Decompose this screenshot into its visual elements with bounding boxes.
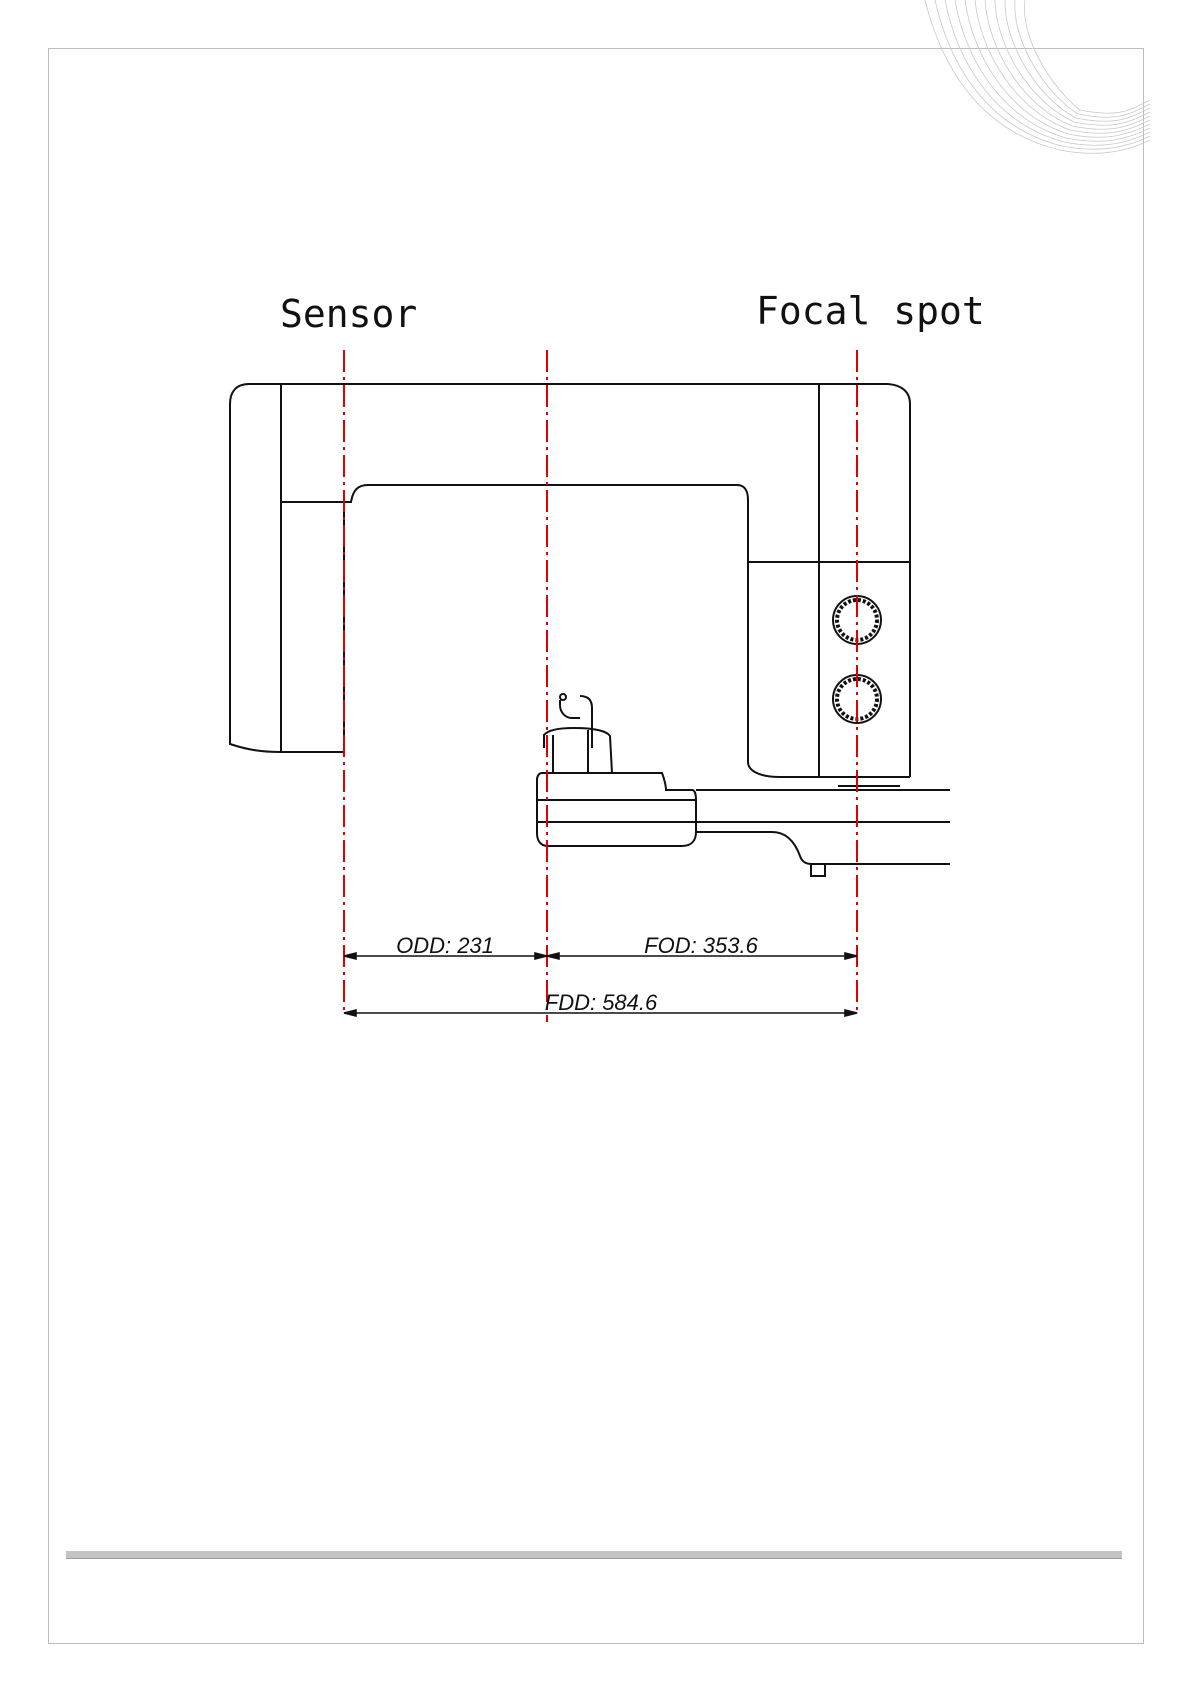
focal-spot-label: Focal spot [756, 289, 985, 333]
machine-outline [230, 384, 950, 876]
fdd-dimension-label: FDD: 584.6 [545, 990, 658, 1015]
wave-lines-icon [925, 0, 1150, 153]
sensor-label: Sensor [280, 292, 417, 336]
reference-lines [344, 350, 857, 1022]
fod-dimension-label: FOD: 353.6 [644, 933, 758, 958]
odd-dimension-label: ODD: 231 [396, 933, 494, 958]
